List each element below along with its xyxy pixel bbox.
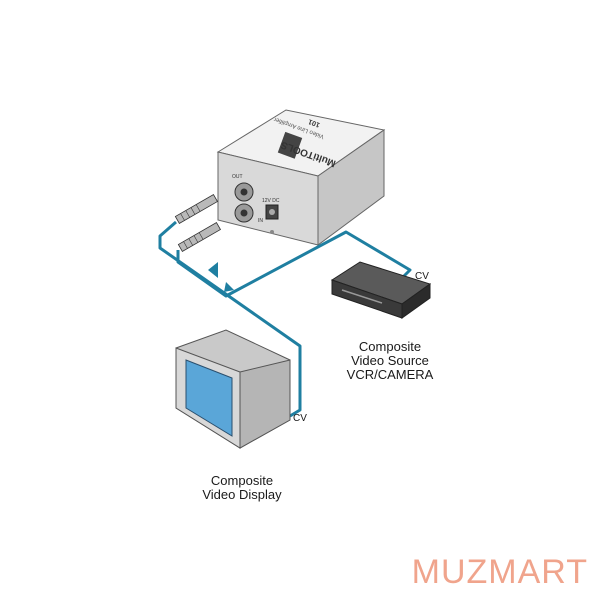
vcr-source-device bbox=[330, 261, 432, 319]
amplifier-unit: MultiTOOLS Video Line Amplifier 101 OUT … bbox=[216, 109, 386, 246]
signal-arrow-icon bbox=[224, 282, 234, 292]
display-caption: Composite Video Display bbox=[182, 474, 302, 502]
kramer-logo-icon bbox=[277, 131, 303, 159]
monitor-screen bbox=[185, 359, 233, 437]
input-port-print: IN bbox=[258, 218, 263, 224]
monitor-side bbox=[239, 359, 291, 449]
power-jack-pin bbox=[269, 209, 275, 215]
input-cable bbox=[176, 230, 412, 298]
watermark-text-a: MUZM bbox=[411, 553, 518, 591]
source-port-label: CV bbox=[415, 271, 429, 282]
source-caption-line3: VCR/CAMERA bbox=[346, 367, 434, 382]
power-port-print: 12V DC bbox=[262, 198, 280, 204]
output-cable bbox=[158, 220, 302, 418]
screw-icon bbox=[270, 230, 274, 234]
display-port-label: CV bbox=[293, 413, 307, 424]
crt-monitor bbox=[175, 329, 291, 449]
bnc-output-pin bbox=[240, 188, 248, 196]
source-caption-line1: Composite bbox=[358, 339, 422, 354]
output-port-print: OUT bbox=[232, 174, 243, 180]
amplifier-side-face bbox=[317, 129, 385, 246]
display-caption-line2: Video Display bbox=[202, 487, 282, 502]
watermark-text-b: ART bbox=[517, 553, 588, 591]
source-caption-line2: Video Source bbox=[351, 353, 429, 368]
display-caption-line1: Composite bbox=[210, 473, 274, 488]
cables bbox=[158, 220, 412, 418]
vcr-side-face bbox=[401, 283, 431, 319]
watermark: MUZMART bbox=[412, 553, 588, 592]
bnc-input-pin bbox=[240, 209, 248, 217]
cable-plugs bbox=[174, 193, 222, 253]
signal-arrow-icon bbox=[208, 262, 218, 278]
vcr-slot bbox=[341, 289, 383, 304]
model-print: 101 bbox=[308, 117, 321, 128]
source-caption: Composite Video Source VCR/CAMERA bbox=[330, 340, 450, 382]
